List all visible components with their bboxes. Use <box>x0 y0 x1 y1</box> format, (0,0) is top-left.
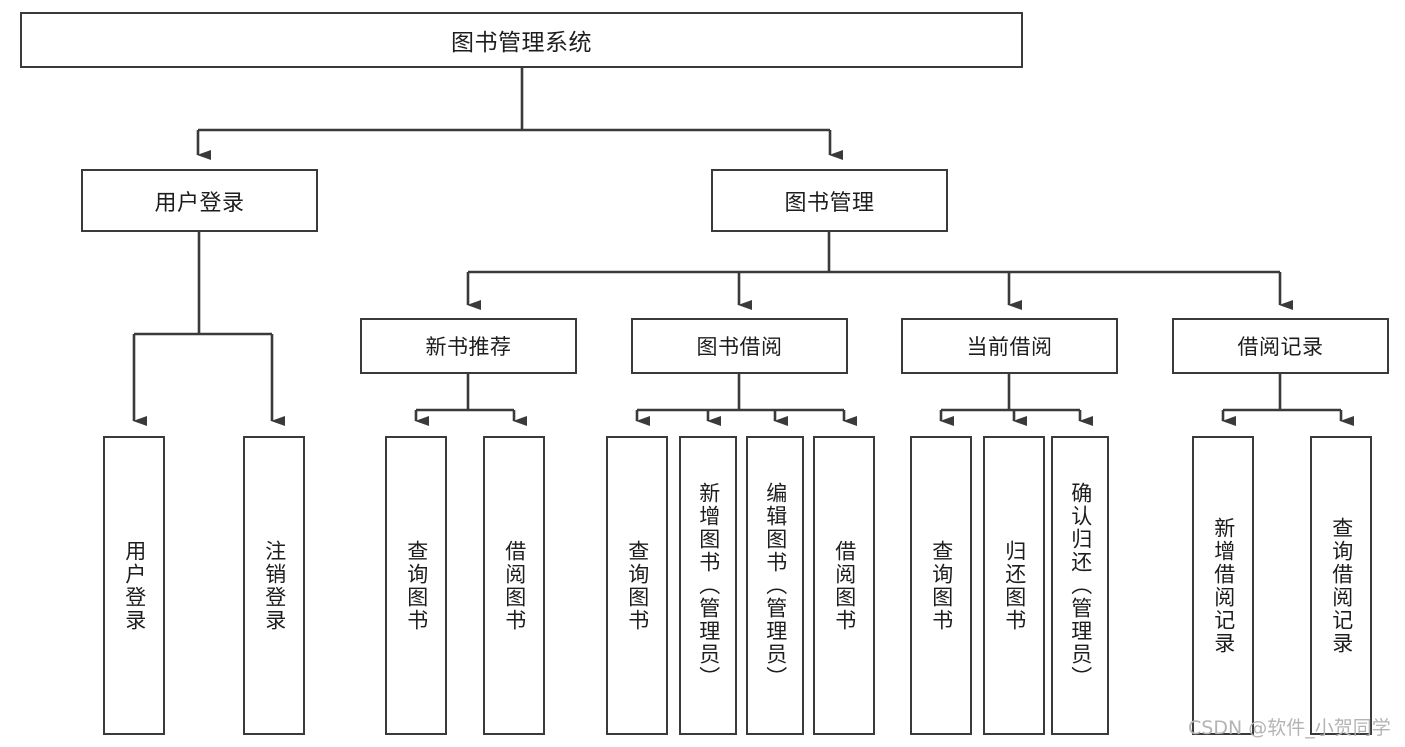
node-label: 确认归还（管理员） <box>1068 482 1093 689</box>
leaf-borrow-books[interactable]: 借阅图书 <box>813 436 875 735</box>
node-label: 借阅记录 <box>1237 335 1324 359</box>
node-label: 查询图书 <box>625 539 650 632</box>
leaf-query-books-borrowing[interactable]: 查询图书 <box>606 436 668 735</box>
node-label: 图书借阅 <box>696 335 783 359</box>
node-label: 注销登录 <box>262 539 287 632</box>
leaf-return-books[interactable]: 归还图书 <box>983 436 1045 735</box>
leaf-add-borrowing-record[interactable]: 新增借阅记录 <box>1192 436 1254 735</box>
node-book-borrowing[interactable]: 图书借阅 <box>631 318 848 374</box>
node-label: 新增借阅记录 <box>1211 516 1236 655</box>
node-label: 查询借阅记录 <box>1329 516 1354 655</box>
leaf-logout[interactable]: 注销登录 <box>243 436 305 735</box>
node-label: 图书管理系统 <box>451 30 592 56</box>
node-current-borrowing[interactable]: 当前借阅 <box>901 318 1118 374</box>
node-root-system[interactable]: 图书管理系统 <box>20 12 1023 68</box>
leaf-user-login[interactable]: 用户登录 <box>103 436 165 735</box>
node-label: 用户登录 <box>122 539 147 632</box>
leaf-edit-book-admin[interactable]: 编辑图书（管理员） <box>746 436 804 735</box>
node-label: 借阅图书 <box>832 539 857 632</box>
watermark-text: CSDN @软件_小贺同学 <box>1188 717 1391 739</box>
node-borrowing-records[interactable]: 借阅记录 <box>1172 318 1389 374</box>
node-label: 查询图书 <box>929 539 954 632</box>
leaf-query-books-recommendation[interactable]: 查询图书 <box>385 436 447 735</box>
node-label: 新书推荐 <box>425 335 512 359</box>
node-label: 新增图书（管理员） <box>696 482 721 689</box>
leaf-query-books-current[interactable]: 查询图书 <box>910 436 972 735</box>
node-label: 借阅图书 <box>502 539 527 632</box>
node-label: 当前借阅 <box>966 335 1053 359</box>
node-label: 图书管理 <box>784 190 875 216</box>
node-book-management[interactable]: 图书管理 <box>711 169 948 232</box>
node-label: 用户登录 <box>154 190 245 216</box>
node-label: 查询图书 <box>404 539 429 632</box>
leaf-confirm-return-admin[interactable]: 确认归还（管理员） <box>1051 436 1109 735</box>
node-new-book-recommendation[interactable]: 新书推荐 <box>360 318 577 374</box>
leaf-add-book-admin[interactable]: 新增图书（管理员） <box>679 436 737 735</box>
node-user-login[interactable]: 用户登录 <box>81 169 318 232</box>
node-label: 归还图书 <box>1002 539 1027 632</box>
leaf-borrow-books-recommendation[interactable]: 借阅图书 <box>483 436 545 735</box>
leaf-query-borrowing-record[interactable]: 查询借阅记录 <box>1310 436 1372 735</box>
node-label: 编辑图书（管理员） <box>763 482 788 689</box>
